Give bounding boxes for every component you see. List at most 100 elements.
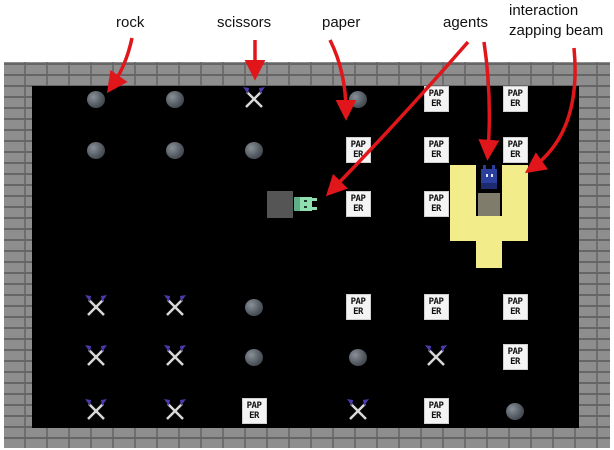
rock-item [158,82,192,116]
paper-text-line1: PAP [425,89,448,99]
paper-text-line1: PAP [425,194,448,204]
agent-blue [478,165,500,191]
paper-text-line2: ER [504,150,527,160]
rock-icon [87,142,105,159]
paper-text-line2: ER [347,204,370,214]
rock-icon [166,91,184,108]
scissors-icon [83,293,109,322]
paper-text-line1: PAP [347,194,370,204]
agent-green [292,193,318,215]
agents-label: agents [443,15,488,31]
beam-label-line1: interaction [509,3,578,19]
rock-item [79,133,113,167]
rock-icon [349,91,367,108]
paper-text-line2: ER [425,150,448,160]
paper-text-line2: ER [504,357,527,367]
rock-item [237,133,271,167]
paper-text-line2: ER [425,411,448,421]
rock-icon [245,142,263,159]
scissors-item [237,82,271,116]
scissors-icon [83,397,109,426]
scissors-item [158,394,192,428]
rock-icon [87,91,105,108]
paper-text-line2: ER [504,99,527,109]
paper-text-line1: PAP [504,140,527,150]
rock-item [79,82,113,116]
scissors-item [79,340,113,374]
rock-icon [349,349,367,366]
paper-text-line1: PAP [243,401,266,411]
paper-text-line1: PAP [504,347,527,357]
scissors-icon [162,397,188,426]
scissors-label: scissors [217,15,271,31]
paper-text-line2: ER [243,411,266,421]
scissors-item [419,340,453,374]
scissors-item [158,340,192,374]
rock-icon [245,299,263,316]
paper-text-line2: ER [425,204,448,214]
paper-text-line1: PAP [347,140,370,150]
paper-text-line1: PAP [425,140,448,150]
scissors-icon [345,397,371,426]
agent-green-sprite [292,193,318,215]
rock-item [158,133,192,167]
scissors-icon [83,343,109,372]
scissors-icon [162,343,188,372]
scissors-icon [162,293,188,322]
paper-text-line1: PAP [504,89,527,99]
beam-stem [476,240,502,268]
rock-item [341,340,375,374]
rock-icon [166,142,184,159]
paper-text-line1: PAP [425,401,448,411]
rock-icon [506,403,524,420]
paper-text-line1: PAP [347,297,370,307]
scissors-item [158,290,192,324]
rock-item [341,82,375,116]
beam-cross [450,216,528,241]
scissors-icon [241,85,267,114]
paper-text-line1: PAP [504,297,527,307]
agent-green-facing-tile [267,191,293,218]
rock-item [237,340,271,374]
rock-icon [245,349,263,366]
beam-origin-tile [478,193,500,216]
scissors-icon [423,343,449,372]
agent-blue-sprite [478,165,500,191]
rock-item [498,394,532,428]
rock-label: rock [116,15,144,31]
paper-text-line2: ER [425,307,448,317]
beam-label-line2: zapping beam [509,23,603,39]
paper-text-line2: ER [347,307,370,317]
scissors-item [79,394,113,428]
paper-text-line2: ER [504,307,527,317]
paper-label: paper [322,15,360,31]
paper-text-line2: ER [347,150,370,160]
scissors-item [341,394,375,428]
